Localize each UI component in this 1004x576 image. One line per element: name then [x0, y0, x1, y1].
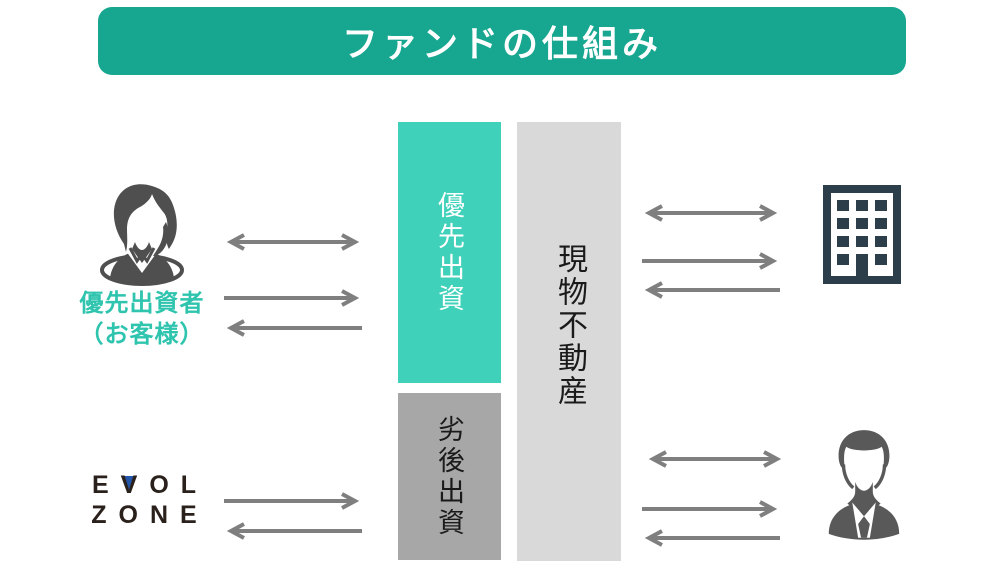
investor-label: 優先出資者 （お客様）: [57, 288, 227, 350]
investor-label-line1: 優先出資者: [79, 290, 205, 317]
arrow-property-tenant-right: [642, 500, 778, 518]
logo-letter-v: V: [120, 471, 150, 499]
logo-line2: ZONE: [91, 501, 209, 529]
logo-letter-e: E: [91, 471, 121, 499]
priority-investment-label: 優先出資: [434, 190, 464, 315]
arrow-investor-priority-left: [226, 319, 362, 337]
diagram-title: ファンドの仕組み: [98, 7, 906, 75]
subordinated-investment-block: 劣後出資: [398, 393, 501, 560]
female-investor-icon: [100, 184, 184, 286]
subordinated-investment-label: 劣後出資: [434, 414, 464, 539]
physical-property-block: 現物不動産: [517, 122, 621, 561]
arrow-property-building-right: [642, 252, 778, 270]
arrow-property-tenant-both: [648, 450, 782, 468]
arrow-operator-subordinated-right: [224, 492, 360, 510]
logo-letters-ol: OL: [149, 471, 209, 499]
arrow-investor-priority-right: [224, 289, 360, 307]
physical-property-label: 現物不動産: [553, 243, 586, 408]
arrow-investor-priority-both: [226, 233, 360, 251]
businessman-icon: [828, 430, 900, 540]
logo-v-triangle-accent: [120, 476, 137, 490]
building-icon: [823, 185, 901, 284]
arrow-property-building-both: [644, 204, 778, 222]
arrow-property-tenant-left: [644, 529, 780, 547]
priority-investment-block: 優先出資: [398, 122, 501, 383]
investor-label-line2: （お客様）: [79, 321, 205, 348]
arrow-property-building-left: [644, 281, 780, 299]
arrow-operator-subordinated-left: [226, 522, 362, 540]
